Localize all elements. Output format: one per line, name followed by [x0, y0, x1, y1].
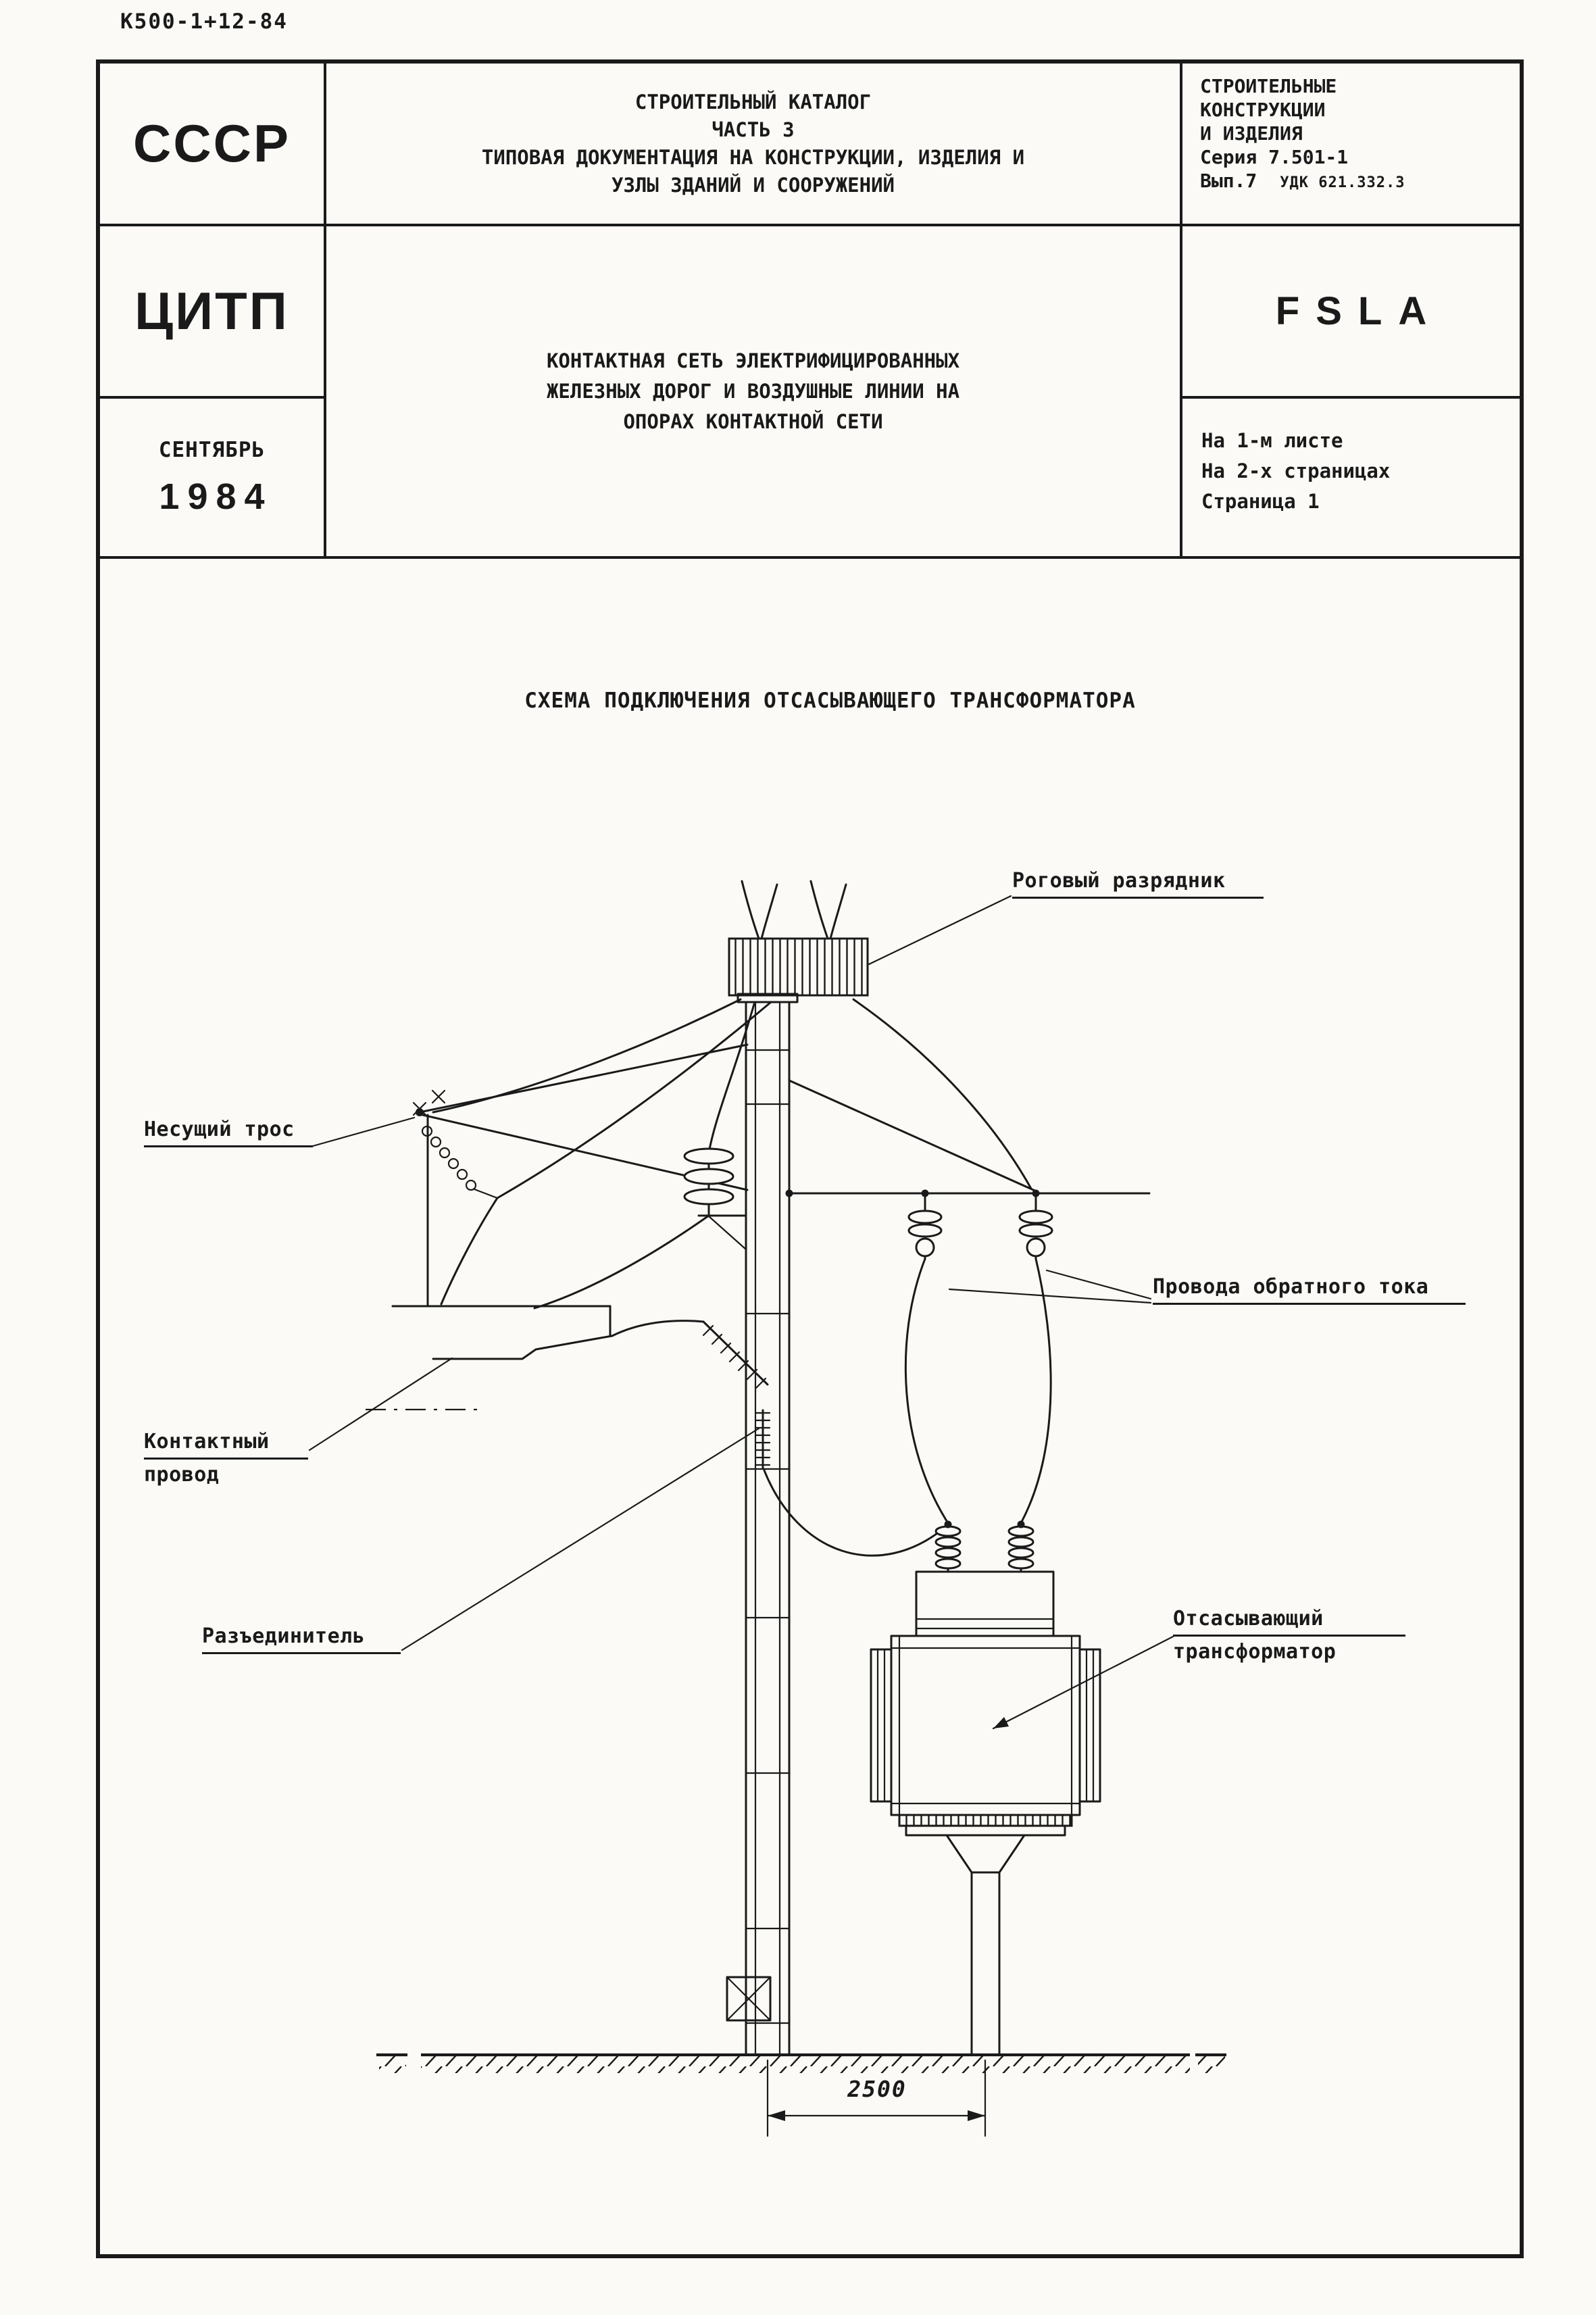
catalog-line: СТРОИТЕЛЬНЫЙ КАТАЛОГ	[634, 91, 872, 114]
series-line: КОНСТРУКЦИИ	[1200, 99, 1326, 121]
header-divider-h2b	[1180, 396, 1520, 399]
sheet-info-line: На 2-х страницах	[1201, 459, 1391, 482]
post-insulator	[683, 1147, 747, 1251]
series-cell: СТРОИТЕЛЬНЫЕ КОНСТРУКЦИИ И ИЗДЕЛИЯ Серия…	[1182, 64, 1520, 224]
issue-year: 1984	[159, 476, 273, 517]
header-body-divider	[100, 556, 1520, 559]
suction-transformer-device	[870, 1520, 1101, 2056]
label-contact-wire: Контактный провод	[144, 1430, 308, 1487]
series-number: Серия 7.501-1	[1200, 146, 1349, 168]
sheets-cell: На 1-м листе На 2-х страницах Страница 1	[1182, 399, 1520, 556]
header-divider-h2a	[100, 396, 324, 399]
dimension-value: 2500	[847, 2076, 907, 2102]
label-transformer: Отсасывающий трансформатор	[1173, 1607, 1405, 1664]
return-wire-arm	[785, 1189, 1151, 1260]
disconnector-device	[702, 1320, 771, 1470]
issue-number: Вып.7	[1200, 170, 1257, 192]
series-line: И ИЗДЕЛИЯ	[1200, 122, 1303, 145]
sheet-info-line: На 1-м листе	[1201, 429, 1343, 452]
header-divider-h1	[100, 224, 1520, 226]
leader-lines	[308, 895, 1174, 1730]
label-carrying-cable: Несущий трос	[144, 1118, 313, 1147]
label-carrying-cable-text: Несущий трос	[144, 1118, 313, 1147]
org-name: СССР	[132, 114, 291, 173]
label-horn-arrester: Роговый разрядник	[1012, 869, 1264, 899]
catalog-line: ТИПОВАЯ ДОКУМЕНТАЦИЯ НА КОНСТРУКЦИИ, ИЗД…	[481, 146, 1025, 169]
label-transformer-line2: трансформатор	[1173, 1640, 1337, 1664]
label-return-wires: Провода обратного тока	[1153, 1275, 1466, 1305]
horn-arrester-device	[728, 880, 869, 997]
schematic-drawing	[308, 880, 1226, 2137]
org-cell: СССР	[100, 64, 324, 224]
wires	[432, 998, 1052, 1557]
catalog-cell: СТРОИТЕЛЬНЫЙ КАТАЛОГ ЧАСТЬ 3 ТИПОВАЯ ДОК…	[326, 64, 1180, 224]
institute-name: ЦИТП	[134, 281, 289, 341]
subject-line: КОНТАКТНАЯ СЕТЬ ЭЛЕКТРИФИЦИРОВАННЫХ	[546, 349, 960, 372]
label-disconnector: Разъединитель	[202, 1624, 401, 1654]
issue-month: СЕНТЯБРЬ	[158, 437, 266, 462]
subject-line: ОПОРАХ КОНТАКТНОЙ СЕТИ	[623, 410, 883, 433]
document-code: К500-1+12-84	[120, 9, 288, 34]
subject-line: ЖЕЛЕЗНЫХ ДОРОГ И ВОЗДУШНЫЕ ЛИНИИ НА	[546, 380, 960, 403]
header-divider-v1	[324, 64, 326, 556]
dimension-line	[766, 2059, 987, 2137]
label-contact-wire-line1: Контактный	[144, 1430, 308, 1460]
subject-cell: КОНТАКТНАЯ СЕТЬ ЭЛЕКТРИФИЦИРОВАННЫХ ЖЕЛЕ…	[326, 226, 1180, 556]
date-cell: СЕНТЯБРЬ 1984	[100, 399, 324, 556]
sheet-info-line: Страница 1	[1201, 490, 1320, 513]
ground-line	[376, 2053, 1226, 2073]
header-divider-v2	[1180, 64, 1182, 556]
drawing-title: СХЕМА ПОДКЛЮЧЕНИЯ ОТСАСЫВАЮЩЕГО ТРАНСФОР…	[524, 689, 1136, 713]
catalog-line: УЗЛЫ ЗДАНИЙ И СООРУЖЕНИЙ	[611, 174, 895, 197]
cantilever-bracket	[366, 1043, 749, 1411]
udk-code: УДК 621.332.3	[1280, 174, 1405, 191]
classification-mark: FSLA	[1275, 289, 1443, 333]
institute-cell: ЦИТП	[100, 226, 324, 396]
label-return-wires-text: Провода обратного тока	[1153, 1275, 1466, 1305]
label-transformer-line1: Отсасывающий	[1173, 1607, 1405, 1637]
pole	[726, 993, 799, 2056]
label-contact-wire-line2: провод	[144, 1463, 220, 1487]
series-line: СТРОИТЕЛЬНЫЕ	[1200, 75, 1337, 97]
catalog-line: ЧАСТЬ 3	[712, 118, 795, 141]
label-horn-arrester-text: Роговый разрядник	[1012, 869, 1264, 899]
mark-cell: FSLA	[1182, 226, 1520, 396]
sheet-frame: СССР ЦИТП СЕНТЯБРЬ 1984 СТРОИТЕЛЬНЫЙ КАТ…	[96, 59, 1524, 2258]
label-disconnector-text: Разъединитель	[202, 1624, 401, 1654]
